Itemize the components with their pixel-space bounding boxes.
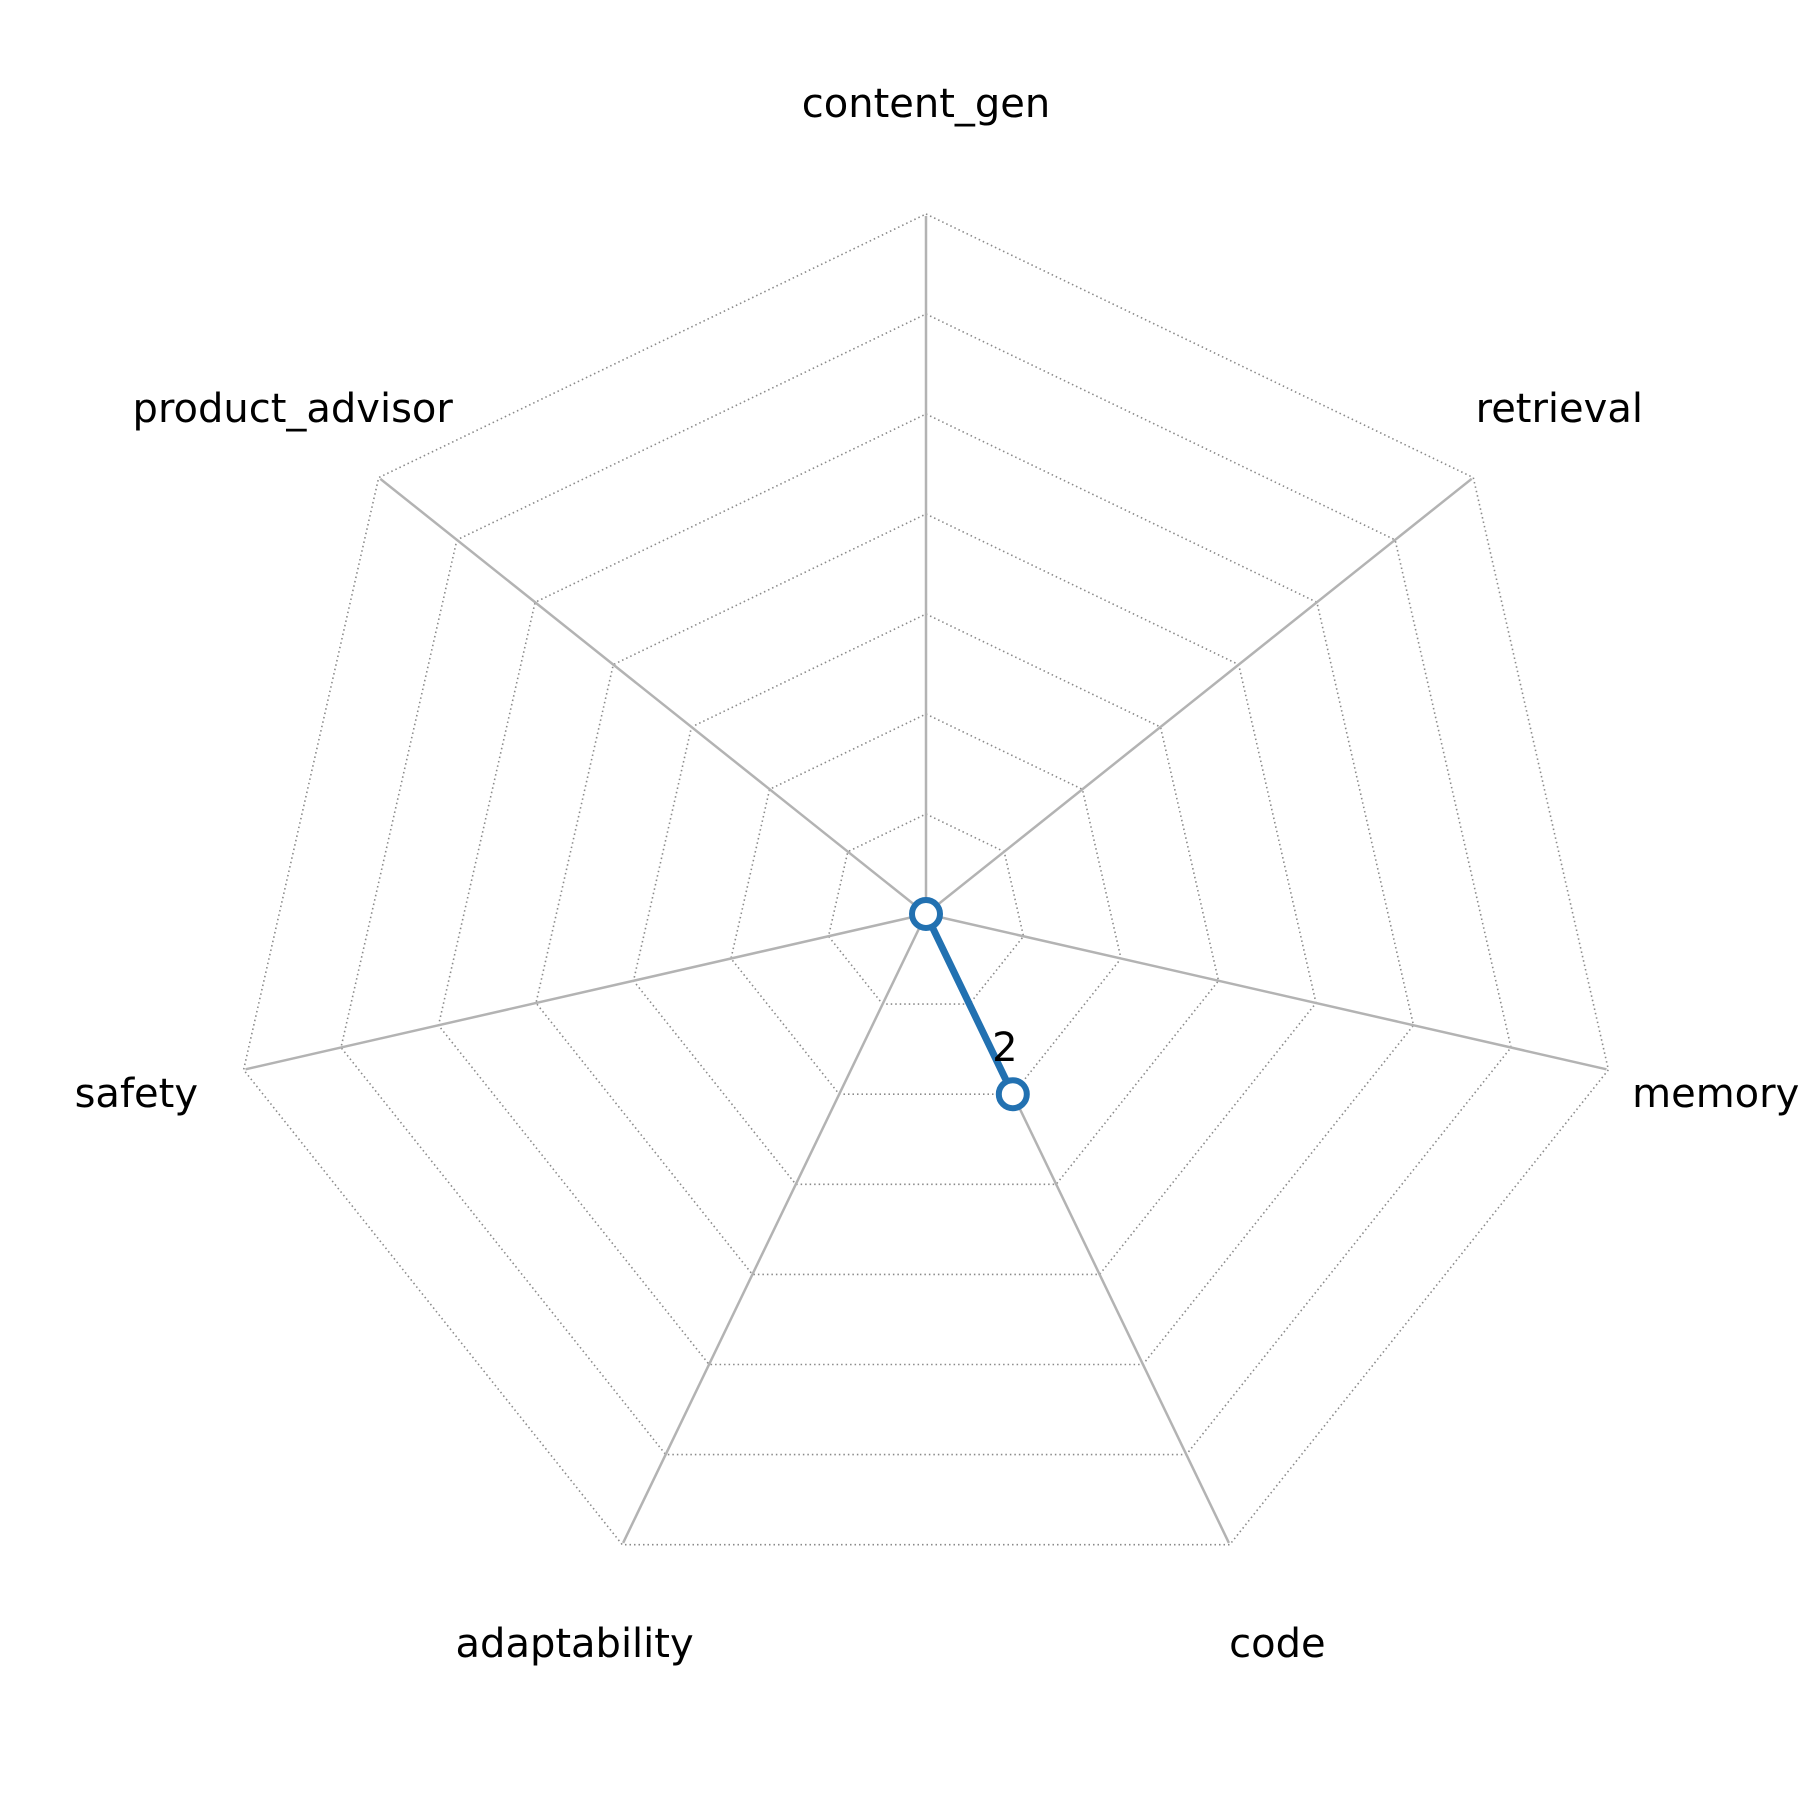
- spoke-retrieval: [925, 477, 1473, 915]
- axis-label-product_advisor: product_advisor: [133, 386, 454, 432]
- axis-label-safety: safety: [75, 1071, 198, 1117]
- grid-ring-2: [730, 713, 1122, 1095]
- axis-label-retrieval: retrieval: [1476, 386, 1643, 432]
- series-layer: 2: [909, 897, 1030, 1112]
- data-label-code: 2: [992, 1025, 1017, 1071]
- spoke-safety: [245, 912, 927, 1071]
- spoke-memory: [925, 912, 1607, 1071]
- spoke-product_advisor: [379, 477, 927, 915]
- data-point-code: [995, 1077, 1030, 1112]
- axis-label-adaptability: adaptability: [456, 1621, 694, 1667]
- axis-labels: content_gen retrieval memory code adaptabili…: [75, 81, 1800, 1667]
- data-point-content_gen: [909, 897, 943, 931]
- grid-rings: [242, 213, 1610, 1546]
- axis-label-code: code: [1229, 1621, 1325, 1667]
- axis-label-content_gen: content_gen: [802, 81, 1051, 127]
- spoke-adaptability: [621, 913, 928, 1544]
- axis-spokes: [245, 216, 1607, 1544]
- axis-label-memory: memory: [1632, 1071, 1799, 1117]
